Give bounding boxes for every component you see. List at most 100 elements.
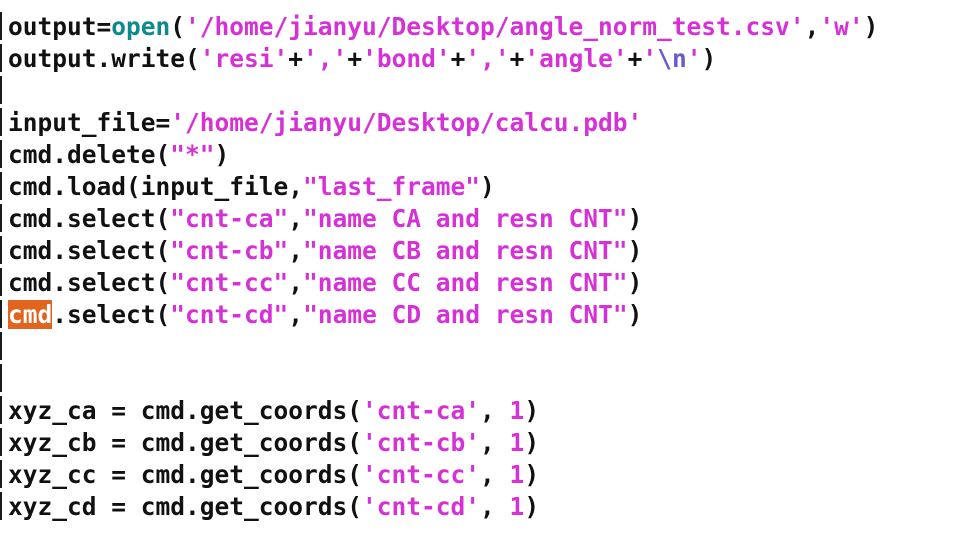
code-line[interactable]: output=open('/home/jianyu/Desktop/angle_… (0, 10, 878, 42)
code-line[interactable]: xyz_cd = cmd.get_coords('cnt-cd', 1) (0, 490, 539, 522)
string-token: 'cnt-ca' (362, 395, 481, 425)
code-token: ) (524, 491, 540, 521)
string-token: "cnt-cc" (170, 267, 289, 297)
code-line[interactable]: cmd.select("cnt-ca","name CA and resn CN… (0, 202, 642, 234)
code-line[interactable]: cmd.load(input_file,"last_frame") (0, 170, 495, 202)
code-line[interactable]: cmd.select("cnt-cb","name CB and resn CN… (0, 234, 642, 266)
code-token: + (627, 43, 643, 73)
string-token: ',' (465, 43, 510, 73)
string-token: "name CB and resn CNT" (303, 235, 628, 265)
line-gutter-marker (0, 492, 2, 520)
code-text: xyz_cd = cmd.get_coords('cnt-cd', 1) (8, 492, 539, 521)
code-text: output=open('/home/jianyu/Desktop/angle_… (8, 12, 878, 41)
keyword-token: open (111, 11, 171, 41)
number-token: 1 (509, 491, 525, 521)
code-token: , (480, 459, 510, 489)
string-token: "cnt-cb" (170, 235, 289, 265)
string-token: "cnt-cd" (170, 299, 289, 329)
code-text: cmd.load(input_file,"last_frame") (8, 172, 495, 201)
string-token: "name CA and resn CNT" (303, 203, 628, 233)
line-gutter-marker (0, 108, 2, 136)
string-token: "last_frame" (303, 171, 481, 201)
code-token: ) (214, 139, 230, 169)
code-token: ( (170, 11, 186, 41)
code-token: output= (8, 11, 112, 41)
code-token: + (347, 43, 363, 73)
code-token: ) (627, 299, 643, 329)
code-token: , (288, 267, 304, 297)
code-token: + (288, 43, 304, 73)
code-text: xyz_ca = cmd.get_coords('cnt-ca', 1) (8, 396, 539, 425)
code-line[interactable] (0, 330, 8, 362)
code-token: ) (480, 171, 495, 201)
code-line[interactable] (0, 362, 8, 394)
code-token: cmd.delete( (8, 139, 171, 169)
string-token: "*" (170, 139, 215, 169)
code-token: xyz_cb = cmd.get_coords( (8, 427, 363, 457)
string-token: 'cnt-cc' (362, 459, 481, 489)
code-token: cmd.select( (8, 235, 171, 265)
code-token: , (480, 395, 510, 425)
code-text: cmd.select("cnt-cd","name CD and resn CN… (8, 299, 643, 329)
code-line[interactable]: cmd.select("cnt-cc","name CC and resn CN… (0, 266, 642, 298)
code-text: cmd.delete("*") (8, 140, 229, 169)
line-gutter-marker (0, 12, 2, 40)
code-text: input_file='/home/jianyu/Desktop/calcu.p… (8, 108, 642, 137)
string-token: "cnt-ca" (170, 203, 289, 233)
line-gutter-marker (0, 236, 2, 264)
code-token: .select( (52, 299, 171, 329)
code-line[interactable] (0, 74, 8, 106)
code-token: + (509, 43, 525, 73)
string-token: 'w' (819, 11, 864, 41)
string-token: 'bond' (362, 43, 451, 73)
code-text: xyz_cb = cmd.get_coords('cnt-cb', 1) (8, 428, 539, 457)
code-token: input_file= (8, 107, 171, 137)
string-token: ' (642, 43, 658, 73)
code-token: xyz_ca = cmd.get_coords( (8, 395, 363, 425)
string-token: "name CC and resn CNT" (303, 267, 628, 297)
string-token: 'cnt-cb' (362, 427, 481, 457)
number-token: 1 (509, 459, 525, 489)
code-text: cmd.select("cnt-ca","name CA and resn CN… (8, 204, 642, 233)
line-gutter-marker (0, 364, 2, 392)
string-token: ' (686, 43, 702, 73)
code-line[interactable]: output.write('resi'+','+'bond'+','+'angl… (0, 42, 716, 74)
code-token: xyz_cc = cmd.get_coords( (8, 459, 363, 489)
code-token: ) (863, 11, 879, 41)
line-gutter-marker (0, 300, 2, 328)
line-gutter-marker (0, 76, 2, 104)
code-token: ) (701, 43, 717, 73)
code-token: output.write( (8, 43, 200, 73)
line-gutter-marker (0, 428, 2, 456)
code-token: , (288, 299, 304, 329)
code-line[interactable]: xyz_ca = cmd.get_coords('cnt-ca', 1) (0, 394, 539, 426)
string-token: '/home/jianyu/Desktop/angle_norm_test.cs… (185, 11, 805, 41)
line-gutter-marker (0, 140, 2, 168)
string-token: '/home/jianyu/Desktop/calcu.pdb' (170, 107, 643, 137)
code-text: cmd.select("cnt-cc","name CC and resn CN… (8, 268, 642, 297)
code-line[interactable]: cmd.delete("*") (0, 138, 229, 170)
number-token: 1 (509, 395, 525, 425)
line-gutter-marker (0, 396, 2, 424)
code-token: cmd.load(input_file, (8, 171, 304, 201)
code-token: ) (524, 459, 540, 489)
code-line[interactable]: xyz_cb = cmd.get_coords('cnt-cb', 1) (0, 426, 539, 458)
code-token: , (480, 427, 510, 457)
code-token: , (288, 203, 304, 233)
line-gutter-marker (0, 268, 2, 296)
code-token: cmd.select( (8, 203, 171, 233)
code-line[interactable]: input_file='/home/jianyu/Desktop/calcu.p… (0, 106, 642, 138)
code-token: ) (627, 235, 643, 265)
code-text: xyz_cc = cmd.get_coords('cnt-cc', 1) (8, 460, 539, 489)
code-token: xyz_cd = cmd.get_coords( (8, 491, 363, 521)
code-token: ) (524, 427, 540, 457)
escape-token: \n (657, 43, 687, 73)
code-line[interactable]: cmd.select("cnt-cd","name CD and resn CN… (0, 298, 642, 330)
code-line[interactable]: xyz_cc = cmd.get_coords('cnt-cc', 1) (0, 458, 539, 490)
cursor-highlight-token: cmd (8, 299, 53, 329)
code-token: ) (627, 203, 643, 233)
line-gutter-marker (0, 172, 2, 200)
code-text: cmd.select("cnt-cb","name CB and resn CN… (8, 236, 642, 265)
line-gutter-marker (0, 44, 2, 72)
